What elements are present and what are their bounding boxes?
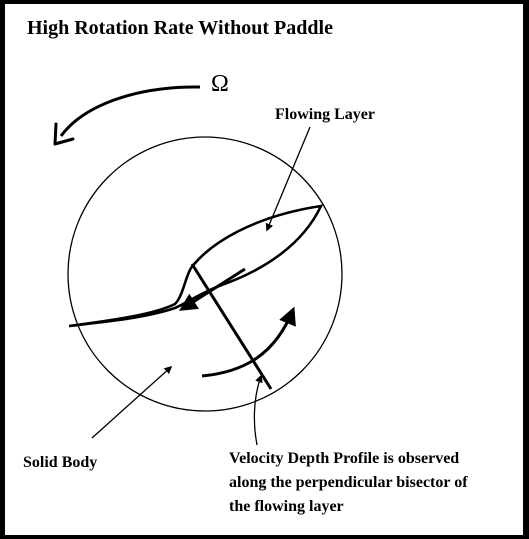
velocity-label-line-2: along the perpendicular bisector of: [229, 474, 468, 491]
velocity-label-line-1: Velocity Depth Profile is observed: [229, 450, 460, 467]
diagram-title: High Rotation Rate Without Paddle: [27, 17, 333, 39]
rotation-arrow: [59, 85, 201, 137]
omega-symbol: Ω: [211, 71, 229, 97]
flow-direction-arrow: [178, 267, 246, 311]
diagram-drawing: [53, 85, 343, 446]
perpendicular-bisector: [190, 263, 273, 390]
velocity-profile-pointer: [253, 374, 263, 446]
flowing-layer-outline: [68, 204, 324, 328]
solid-body-flow-arrow: [201, 306, 296, 378]
solid-body-label: Solid Body: [23, 454, 98, 471]
drum-circle: [67, 136, 343, 412]
velocity-label-line-3: the flowing layer: [229, 498, 344, 515]
velocity-profile-label: Velocity Depth Profile is observed along…: [229, 447, 468, 519]
diagram-canvas: High Rotation Rate Without Paddle Ω Flow…: [5, 4, 523, 535]
flowing-layer-pointer: [265, 126, 311, 232]
rotation-arrowhead: [53, 122, 75, 146]
solid-body-pointer: [91, 365, 173, 439]
flowing-layer-label: Flowing Layer: [275, 106, 375, 123]
